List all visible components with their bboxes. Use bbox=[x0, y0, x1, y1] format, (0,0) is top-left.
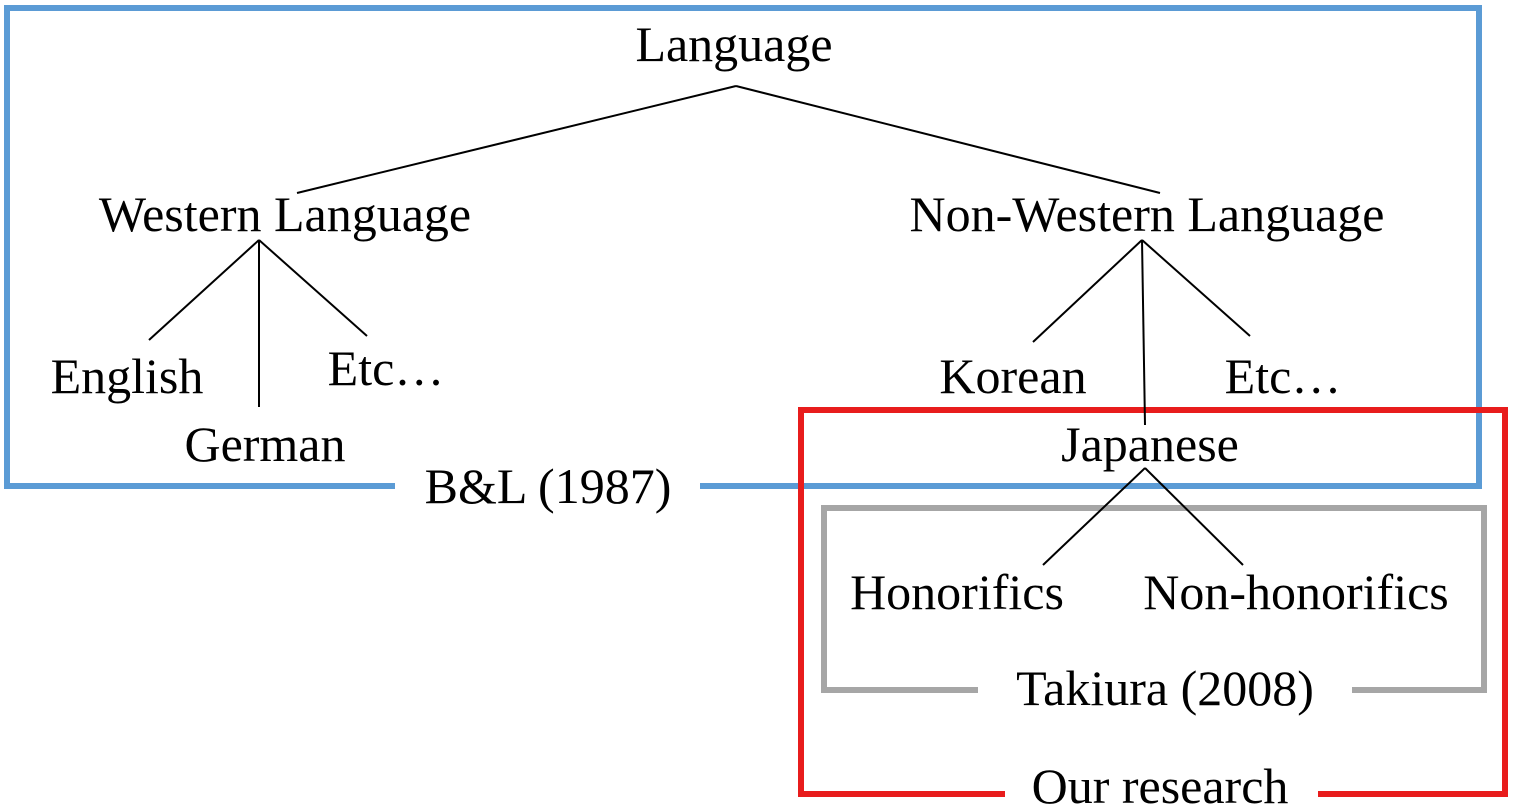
node-language: Language bbox=[635, 16, 832, 72]
node-honorifics: Honorifics bbox=[850, 564, 1064, 620]
node-non-honorifics: Non-honorifics bbox=[1143, 564, 1449, 620]
node-german: German bbox=[184, 416, 345, 472]
frame-takiura-2008 bbox=[821, 505, 1487, 693]
edge-non-western-etc bbox=[1141, 239, 1251, 337]
node-non-western-language: Non-Western Language bbox=[910, 186, 1385, 242]
edge-western-etc bbox=[258, 239, 368, 337]
edge-japanese-honorifics bbox=[1042, 467, 1146, 566]
edge-non-western-japanese bbox=[1141, 239, 1146, 426]
edge-language-western bbox=[296, 85, 737, 194]
node-english: English bbox=[51, 348, 204, 404]
edge-language-non-western bbox=[735, 85, 1161, 194]
frame-bl-1987 bbox=[4, 5, 1482, 489]
frame-labels: B&L (1987) Takiura (2008) Our research bbox=[425, 458, 1314, 810]
frame-takiura-2008-border bbox=[821, 505, 1487, 693]
frame-bl-1987-border bbox=[4, 5, 1482, 489]
tree-edges bbox=[148, 85, 1251, 566]
frame-our-research bbox=[798, 407, 1508, 797]
label-takiura-2008: Takiura (2008) bbox=[1016, 660, 1314, 716]
frame-our-research-border bbox=[798, 407, 1508, 797]
node-etc-non-western: Etc… bbox=[1225, 348, 1342, 404]
edge-western-english bbox=[148, 239, 260, 341]
edge-japanese-non-honorifics bbox=[1144, 467, 1244, 566]
tree-nodes: Language Western Language Non-Western La… bbox=[51, 16, 1449, 620]
node-etc-western: Etc… bbox=[328, 340, 445, 396]
node-western-language: Western Language bbox=[99, 186, 471, 242]
node-japanese: Japanese bbox=[1061, 416, 1239, 472]
edge-non-western-korean bbox=[1032, 239, 1143, 343]
label-bl-1987: B&L (1987) bbox=[425, 458, 672, 514]
node-korean: Korean bbox=[939, 348, 1086, 404]
label-our-research: Our research bbox=[1032, 758, 1289, 810]
